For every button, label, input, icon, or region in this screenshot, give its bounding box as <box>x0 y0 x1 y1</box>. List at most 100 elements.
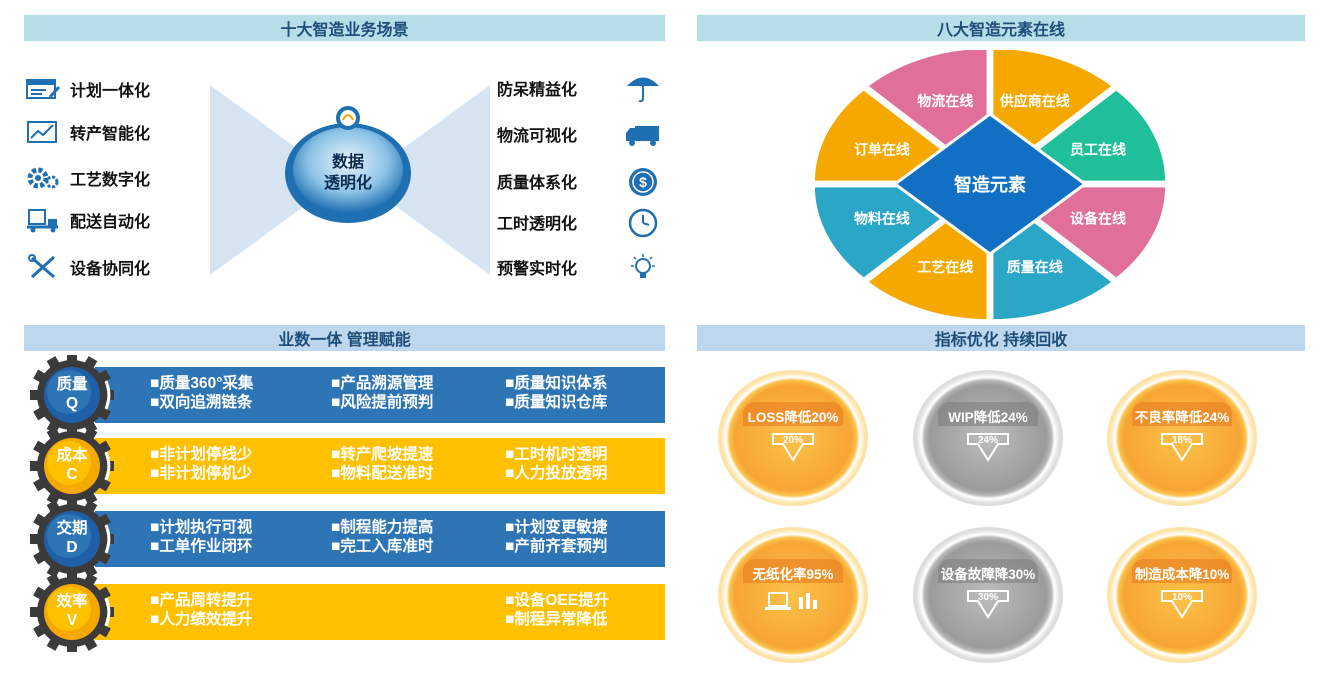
dimension-item: ■产品周转提升 <box>150 592 253 609</box>
wheel-segment-label: 工艺在线 <box>917 259 973 275</box>
wheel-segment-label: 设备在线 <box>1070 210 1126 226</box>
metric-label: 制造成本降10% <box>1134 567 1230 582</box>
dollar-coin-icon: $ <box>624 166 662 198</box>
section-header-scenarios: 十大智造业务场景 <box>24 15 665 41</box>
dimension-title: 成本 <box>56 447 88 464</box>
scenario-item: 工艺数字化 <box>26 164 150 192</box>
dimension-band: ■计划执行可视 ■工单作业闭环 ■制程能力提高 ■完工入库准时 ■计划变更敏捷 ■产前齐套… <box>95 511 665 567</box>
metric-label: 设备故障降30% <box>940 567 1036 582</box>
dimension-item: ■产前齐套预判 <box>505 538 608 555</box>
down-arrow-icon: 10% <box>1161 590 1203 619</box>
data-transparency-disc <box>285 106 411 223</box>
dimension-item: ■工时机时透明 <box>505 446 608 463</box>
dimension-item: ■完工入库准时 <box>331 538 434 555</box>
scenario-label: 工时透明化 <box>497 216 578 233</box>
dimension-item: ■计划变更敏捷 <box>505 519 608 536</box>
wheel-segment-label: 物料在线 <box>854 210 910 226</box>
metric-ring-highlight <box>1132 402 1232 426</box>
metric-ring <box>1107 527 1257 663</box>
scenario-label: 防呆精益化 <box>497 82 578 99</box>
scenario-label: 转产智能化 <box>70 126 151 143</box>
metric-tag: 20% <box>783 435 803 446</box>
scenario-item: 转产智能化 <box>26 118 150 146</box>
dimension-band: ■产品周转提升■人力绩效提升■设备OEE提升■制程异常降低 <box>95 584 665 640</box>
dimension-item: ■人力投放透明 <box>505 465 608 482</box>
dimension-item: ■制程能力提高 <box>331 519 434 536</box>
gear-label: 质量 Q <box>37 375 107 413</box>
dimension-item: ■物料配送准时 <box>331 465 434 482</box>
wrench-screwdriver-icon <box>26 254 60 280</box>
dimension-code: C <box>66 466 78 483</box>
elements-wheel: 物流在线供应商在线员工在线设备在线质量在线工艺在线物料在线订单在线智造元素 <box>815 50 1165 320</box>
section-title: 业数一体 管理赋能 <box>278 332 411 349</box>
dimension-item: ■工单作业闭环 <box>150 538 253 555</box>
metric-ring-highlight <box>938 559 1038 583</box>
section-title: 十大智造业务场景 <box>280 22 409 39</box>
center-label-line: 透明化 <box>323 175 372 192</box>
scenario-label: 质量体系化 <box>497 175 578 192</box>
section-header-elements: 八大智造元素在线 <box>697 15 1305 41</box>
dimension-item: ■转产爬坡提速 <box>331 446 434 463</box>
metric-ring <box>1107 370 1257 506</box>
laptop-chart-icon <box>765 592 817 610</box>
wheel-segment-label: 员工在线 <box>1070 142 1126 158</box>
section-header-metrics: 指标优化 持续回收 <box>697 325 1305 351</box>
wheel-segment-label: 物流在线 <box>917 93 973 109</box>
down-arrow-icon: 30% <box>967 590 1009 619</box>
dimension-item: ■质量知识仓库 <box>505 394 608 411</box>
dimension-item: ■质量知识体系 <box>505 375 608 392</box>
wheel-segment-label: 质量在线 <box>1007 259 1063 275</box>
gear-badge <box>30 499 114 579</box>
metric-tag: 10% <box>1172 592 1192 603</box>
dimension-code: Q <box>65 395 79 412</box>
metric-ring <box>913 370 1063 506</box>
dimension-title: 质量 <box>56 376 88 393</box>
scenario-label: 工艺数字化 <box>70 172 151 189</box>
scenario-label: 配送自动化 <box>70 214 151 231</box>
scenario-label: 计划一体化 <box>70 83 151 100</box>
center-label-line: 数据 <box>331 154 364 171</box>
metric-ring-highlight <box>938 402 1038 426</box>
down-arrow-icon: 24% <box>967 433 1009 462</box>
scenario-label: 预警实时化 <box>497 261 578 278</box>
cart-icon <box>26 207 60 233</box>
center-label: 数据 透明化 <box>300 152 396 194</box>
down-arrow-icon: 18% <box>1161 433 1203 462</box>
down-arrow-icon: 20% <box>772 433 814 462</box>
scenario-label: 设备协同化 <box>70 261 151 278</box>
wheel-segment-label: 供应商在线 <box>999 93 1070 109</box>
gear-label: 成本 C <box>37 446 107 484</box>
dimension-item: ■质量360°采集 <box>150 375 254 392</box>
scenario-item: 设备协同化 <box>26 253 150 281</box>
dimension-band: ■非计划停线少 ■非计划停机少 ■转产爬坡提速 ■物料配送准时 ■工时机时透明 ■人力投放… <box>95 438 665 494</box>
umbrella-icon <box>624 72 662 104</box>
metric-label: 不良率降低24% <box>1134 410 1230 425</box>
metric-ring-highlight <box>743 402 843 426</box>
truck-icon <box>624 119 662 151</box>
gear-badge <box>30 426 114 506</box>
metric-ring <box>718 370 868 506</box>
gears-icon <box>26 165 60 191</box>
dimension-code: V <box>66 612 78 629</box>
dimension-item: ■双向追溯链条 <box>150 394 253 411</box>
dimension-item: ■风险提前预判 <box>331 394 434 411</box>
bowtie-shape <box>210 85 490 275</box>
metric-tag: 18% <box>1172 435 1192 446</box>
wheel-segment-label: 订单在线 <box>854 142 910 158</box>
gear-badge <box>30 572 114 652</box>
section-header-management: 业数一体 管理赋能 <box>24 325 665 351</box>
clock-icon <box>624 207 662 239</box>
metric-ring-highlight <box>743 559 843 583</box>
metric-label: LOSS降低20% <box>747 410 839 425</box>
svg-text:$: $ <box>639 174 647 190</box>
trend-chart-icon <box>26 119 60 145</box>
dimension-item: ■非计划停线少 <box>150 446 253 463</box>
dimension-item: ■设备OEE提升 <box>505 592 610 609</box>
dimension-item: ■非计划停机少 <box>150 465 253 482</box>
metric-ring <box>913 527 1063 663</box>
scenario-label: 物流可视化 <box>497 128 578 145</box>
metric-label: WIP降低24% <box>948 410 1028 425</box>
dimension-item: ■计划执行可视 <box>150 519 253 536</box>
metric-ring-highlight <box>1132 559 1232 583</box>
